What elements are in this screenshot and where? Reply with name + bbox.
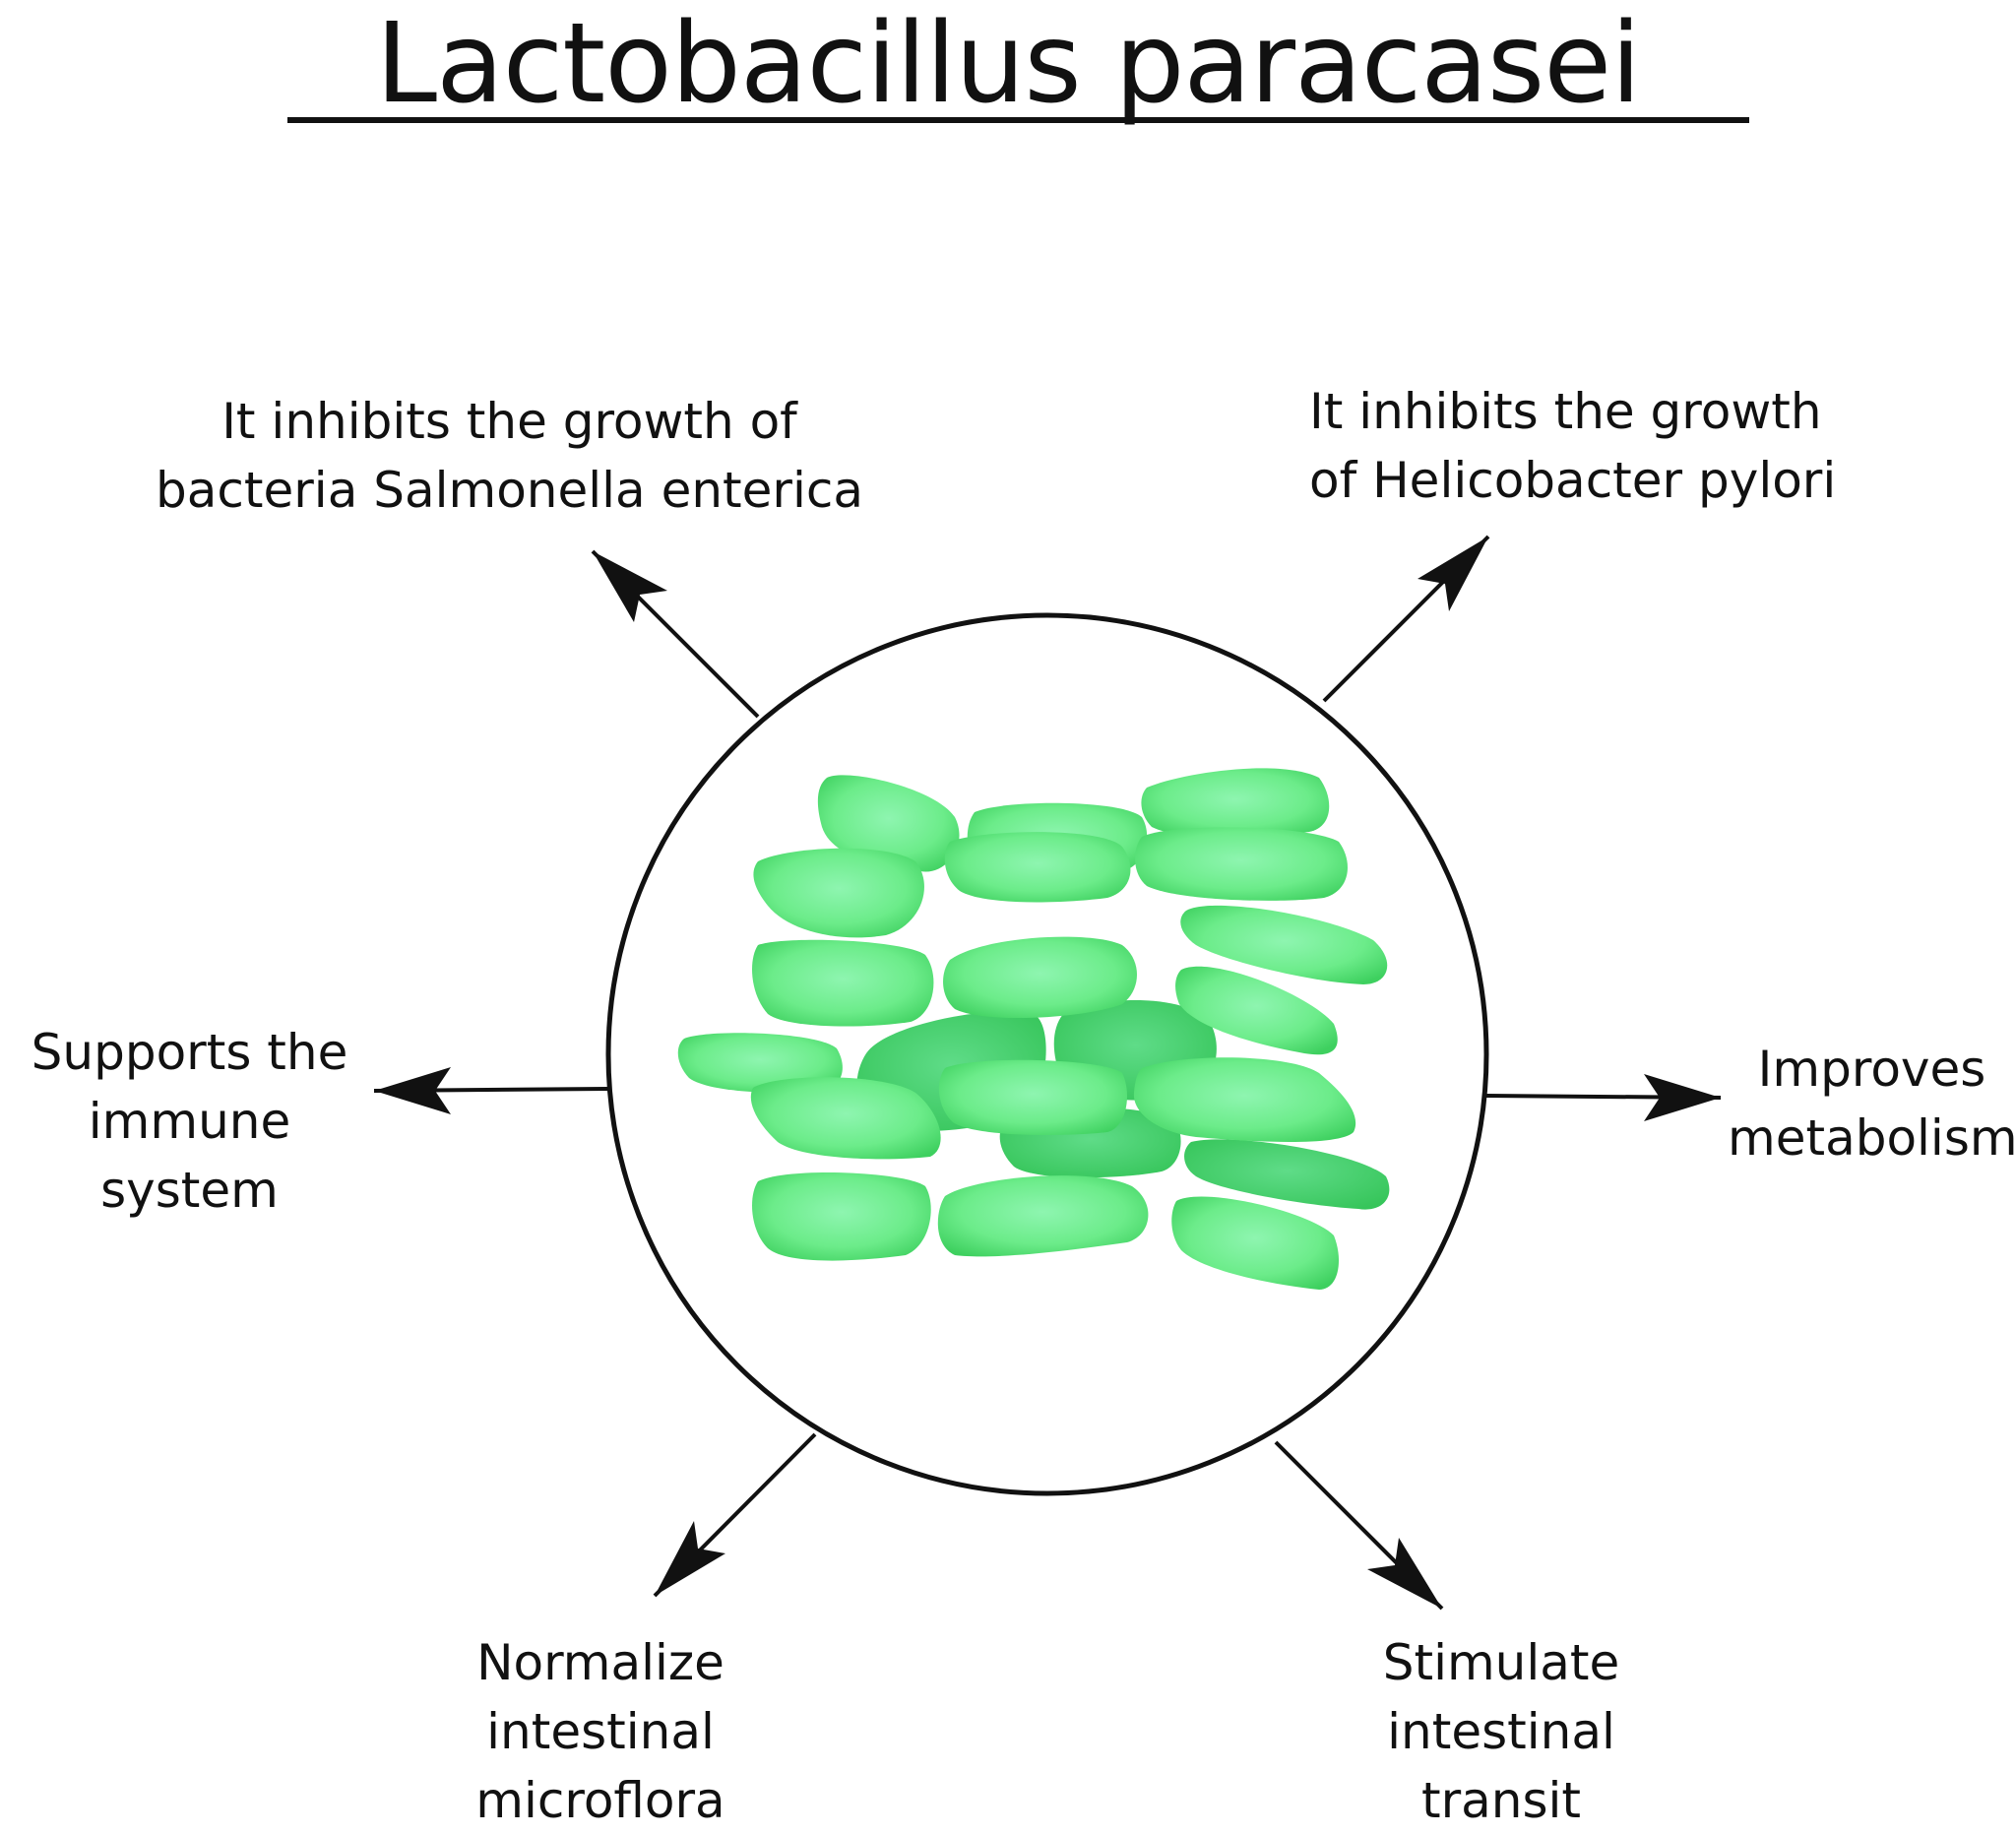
bacterium-rod <box>752 1171 931 1261</box>
bacterium-rod <box>1135 827 1348 901</box>
effect-label-intestinal-transit: Stimulate intestinal transit <box>1382 1634 1620 1829</box>
arrow-left <box>373 1067 608 1114</box>
effect-label-helicobacter: It inhibits the growth of Helicobacter p… <box>1309 383 1837 509</box>
bacterium-rod <box>944 832 1131 903</box>
bacterium-rod <box>817 775 960 872</box>
arrow-upper-left <box>591 549 760 719</box>
bacterium-rod <box>943 936 1137 1019</box>
bacterium-rod <box>938 1059 1127 1135</box>
effect-label-salmonella: It inhibits the growth of bacteria Salmo… <box>156 393 863 519</box>
bacterium-rod <box>1171 1196 1339 1290</box>
bacterium-rod <box>937 1175 1149 1257</box>
bacterium-rod <box>752 939 934 1027</box>
bacterium-rod <box>1133 1057 1356 1142</box>
bacterium-rod <box>1175 966 1338 1055</box>
arrow-lower-left <box>653 1432 817 1598</box>
diagram-title: Lactobacillus paracasei <box>375 0 1642 128</box>
bacterium-rod <box>1180 905 1388 984</box>
arrow-right <box>1485 1074 1722 1121</box>
bacterium-rod <box>677 1033 843 1093</box>
bacterium-rod <box>753 848 924 938</box>
effect-label-metabolism: Improves metabolism <box>1728 1041 2016 1167</box>
bacterium-rod <box>1184 1139 1390 1210</box>
effect-label-microflora: Normalize intestinal microflora <box>475 1634 725 1829</box>
bacteria-cluster <box>677 768 1390 1290</box>
arrow-upper-right <box>1322 535 1490 703</box>
title-underline <box>287 117 1749 123</box>
bacterium-rod <box>1141 768 1330 838</box>
arrow-lower-right <box>1274 1440 1444 1611</box>
effect-label-immune-system: Supports the immune system <box>31 1024 348 1219</box>
bacterium-rod <box>750 1077 941 1160</box>
